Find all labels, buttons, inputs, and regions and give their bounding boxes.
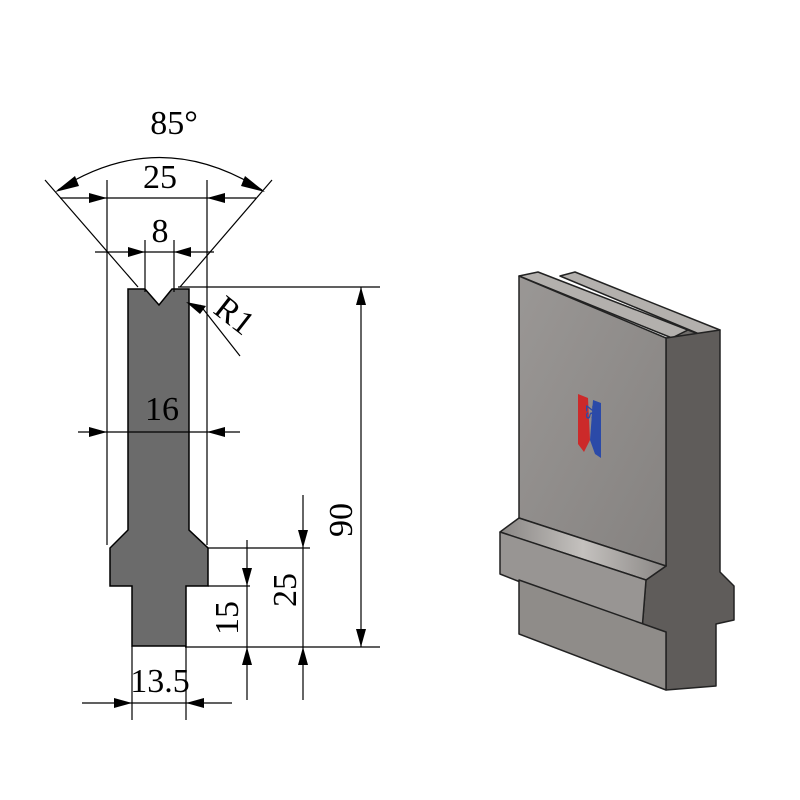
tang-height-label: 15 [209, 601, 246, 635]
angle-label: 85° [150, 105, 198, 142]
dim-groove-width: 8 [95, 213, 214, 257]
radius-label: R1 [207, 289, 261, 343]
dim-shoulder-height: 25 [267, 495, 308, 700]
dim-total-height: 90 [323, 287, 366, 647]
body-width-label: 16 [145, 391, 179, 428]
groove-width-label: 8 [152, 213, 169, 250]
logo-red-part [578, 394, 590, 452]
dim-angle: 85° [55, 105, 265, 192]
die-profile [109, 288, 209, 647]
top-width-label: 25 [143, 159, 177, 196]
extension-lines [44, 179, 380, 720]
die-3d-view [499, 271, 735, 691]
shoulder-height-label: 25 [267, 573, 304, 607]
tang-front [518, 579, 667, 691]
total-height-label: 90 [323, 503, 360, 537]
brand-logo: ZS [578, 394, 601, 458]
tang-width-label: 13.5 [130, 663, 190, 700]
dim-tang-height: 15 [209, 540, 252, 700]
dim-body-width: 16 [78, 391, 240, 437]
logo-blue-part [590, 400, 601, 458]
profile-shape [109, 288, 209, 647]
dim-top-width: 25 [60, 159, 256, 203]
logo-text: ZS [583, 405, 595, 419]
dim-tang-width: 13.5 [82, 663, 232, 708]
